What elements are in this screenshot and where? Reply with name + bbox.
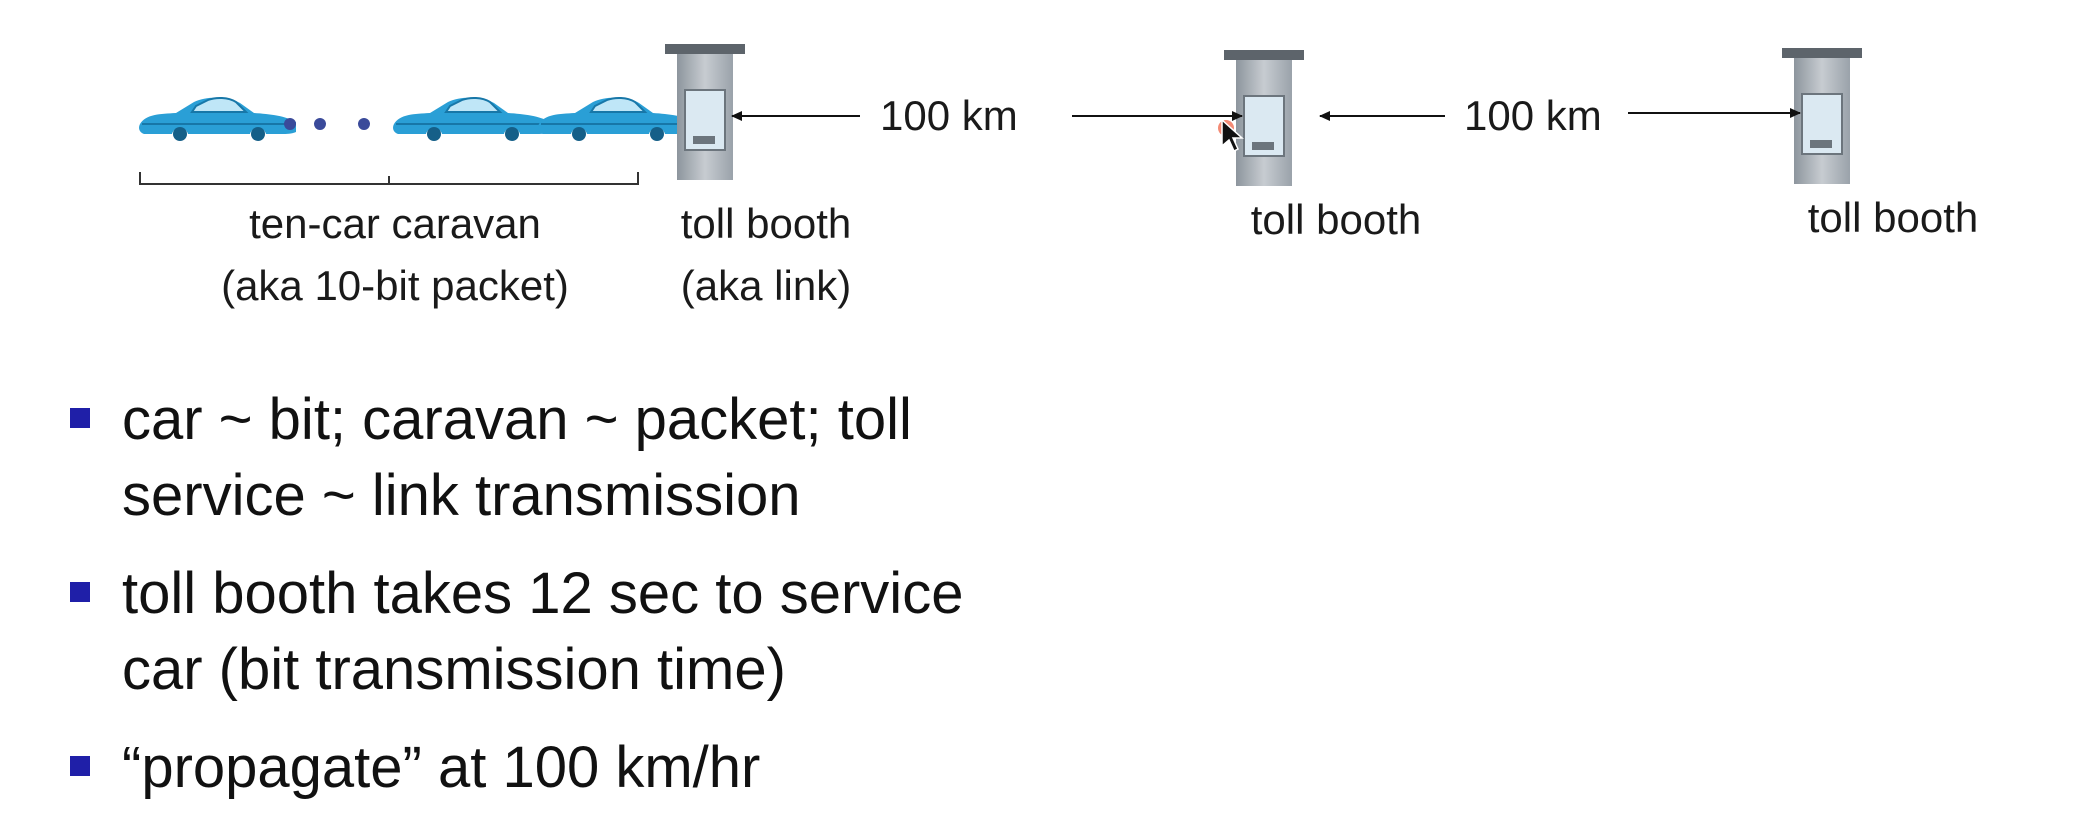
ellipsis-dots <box>284 118 370 130</box>
booth1-label-line2: (aka link) <box>680 262 852 309</box>
bullet-text: car ~ bit; caravan ~ packet; toll servic… <box>122 382 912 534</box>
bullet-line: car (bit transmission time) <box>122 637 786 702</box>
bullet-text: “propagate” at 100 km/hr <box>122 730 760 806</box>
distance-label-2: 100 km <box>1464 92 1602 139</box>
caravan-bracket <box>139 172 639 185</box>
caravan-label-line1: ten-car caravan <box>249 200 541 247</box>
bullet-line: car ~ bit; caravan ~ packet; toll <box>122 387 912 452</box>
mouse-cursor-icon <box>1218 118 1244 153</box>
bullet-line: “propagate” at 100 km/hr <box>122 735 761 800</box>
bullet-line: service ~ link transmission <box>122 463 801 528</box>
bullet-line: toll booth takes 12 sec to service <box>122 561 964 626</box>
toll-booth-icon <box>1781 47 1863 185</box>
car-icon <box>392 96 551 142</box>
car-icon <box>138 96 297 142</box>
bullet-marker <box>70 756 90 776</box>
booth1-label-line1: toll booth <box>680 200 852 247</box>
caravan <box>138 96 696 142</box>
caravan-label-line2: (aka 10-bit packet) <box>221 262 569 309</box>
car-icon <box>537 96 696 142</box>
booth2-label: toll booth <box>1250 196 1422 243</box>
bullet-marker <box>70 582 90 602</box>
toll-booth-icon <box>664 43 746 181</box>
booth3-label: toll booth <box>1807 194 1979 241</box>
distance-arrow-2 <box>1319 108 1801 121</box>
bullet-marker <box>70 408 90 428</box>
bullet-text: toll booth takes 12 sec to service car (… <box>122 556 963 708</box>
toll-booth-icon <box>1223 49 1305 187</box>
distance-label-1: 100 km <box>880 92 1018 139</box>
